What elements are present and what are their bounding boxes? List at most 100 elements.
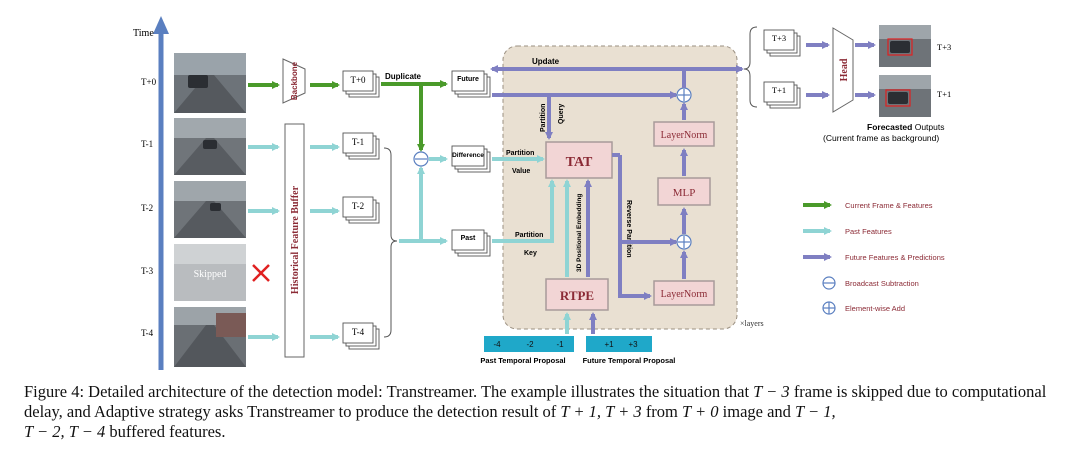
out-t3-label: T+3 bbox=[772, 33, 786, 43]
frame-t2 bbox=[174, 181, 246, 238]
head-module: Head bbox=[832, 27, 854, 113]
layers-label: ×layers bbox=[740, 319, 764, 328]
caption-part3: from bbox=[641, 402, 683, 421]
output-t3-label: T+3 bbox=[937, 42, 951, 52]
past-proposal-value-1: -4 bbox=[493, 340, 501, 349]
future-proposal-value-2: +3 bbox=[628, 340, 638, 349]
feature-stack-t4: T-4 bbox=[342, 322, 380, 350]
layernorm-bottom: LayerNorm bbox=[653, 280, 715, 306]
partition-key-label-2: Key bbox=[524, 250, 537, 257]
legend-label-subtract: Broadcast Subtraction bbox=[845, 279, 919, 288]
legend-label-future: Future Features & Predictions bbox=[845, 253, 945, 262]
feature-t1-label: T-1 bbox=[352, 137, 364, 147]
update-label: Update bbox=[532, 57, 560, 66]
embedding-label: 3D Positional Embedding bbox=[576, 194, 583, 272]
future-proposal-label: Future Temporal Proposal bbox=[583, 356, 676, 365]
mlp-module: MLP bbox=[657, 177, 711, 206]
time-tick-t4: T-4 bbox=[141, 328, 154, 338]
future-label: Future bbox=[457, 76, 479, 83]
feature-stack-out-t1: T+1 bbox=[763, 81, 801, 109]
past-features-bracket bbox=[383, 147, 398, 338]
skipped-label: Skipped bbox=[194, 269, 227, 280]
key-arrow bbox=[492, 179, 556, 243]
legend: Current Frame & Features Past Features F… bbox=[803, 201, 945, 315]
partition-query-label-2: Query bbox=[558, 104, 565, 124]
element-wise-add-upper bbox=[676, 87, 692, 103]
future-proposal-value-1: +1 bbox=[604, 340, 614, 349]
frame-t4 bbox=[174, 307, 246, 367]
past-proposal-value-3: -1 bbox=[556, 340, 564, 349]
output-frame-t1: T+1 bbox=[879, 75, 951, 117]
output-frame-t3: T+3 bbox=[879, 25, 951, 67]
feature-t0-label: T+0 bbox=[350, 75, 366, 85]
feature-stack-out-t3: T+3 bbox=[763, 29, 801, 57]
out-t1-label: T+1 bbox=[772, 85, 786, 95]
feature-stack-t1: T-1 bbox=[342, 132, 380, 160]
time-axis-label: Time bbox=[133, 28, 154, 39]
past-temporal-proposal: -4 -2 -1 Past Temporal Proposal bbox=[480, 336, 574, 365]
architecture-diagram: Time T+0 T-1 T-2 T-3 T-4 Skipped bbox=[133, 16, 951, 370]
caption-math2: T + 1, T + 3 bbox=[560, 402, 642, 421]
partition-query-label-1: Partition bbox=[540, 104, 547, 132]
feature-stack-difference: Difference bbox=[451, 145, 491, 173]
forecasted-title-rest: Outputs bbox=[912, 122, 944, 132]
tat-module: TAT bbox=[545, 141, 613, 179]
future-temporal-proposal: +1 +3 Future Temporal Proposal bbox=[583, 336, 676, 365]
partition-key-label-1: Partition bbox=[515, 232, 543, 239]
past-proposal-value-2: -2 bbox=[526, 340, 534, 349]
output-t1-label: T+1 bbox=[937, 89, 951, 99]
time-axis: Time T+0 T-1 T-2 T-3 T-4 bbox=[133, 16, 169, 370]
head-label: Head bbox=[839, 58, 850, 81]
element-wise-add-lower bbox=[676, 234, 692, 250]
feature-stack-past: Past bbox=[451, 229, 491, 257]
time-tick-t1: T-1 bbox=[141, 139, 153, 149]
layernorm-bottom-label: LayerNorm bbox=[661, 289, 708, 300]
time-tick-t0: T+0 bbox=[141, 77, 157, 87]
layernorm-top-label: LayerNorm bbox=[661, 130, 708, 141]
frame-t0 bbox=[174, 53, 246, 113]
forecasted-outputs-title: Forecasted Outputs bbox=[867, 122, 945, 132]
reverse-partition-arrow bbox=[618, 155, 652, 300]
difference-label: Difference bbox=[452, 152, 484, 159]
caption-math1: T − 3 bbox=[753, 382, 790, 401]
legend-label-past: Past Features bbox=[845, 227, 892, 236]
legend-add-icon bbox=[822, 301, 836, 315]
layernorm-top: LayerNorm bbox=[653, 121, 715, 147]
caption-part4: image and bbox=[718, 402, 796, 421]
feature-stack-future: Future bbox=[451, 70, 491, 98]
feature-t2-label: T-2 bbox=[352, 201, 364, 211]
past-label: Past bbox=[461, 235, 476, 242]
backbone: Backbone bbox=[282, 58, 306, 104]
partition-value-label-1: Partition bbox=[506, 150, 534, 157]
backbone-label: Backbone bbox=[290, 61, 299, 100]
broadcast-subtraction-node bbox=[413, 151, 429, 167]
partition-value-label-2: Value bbox=[512, 168, 530, 175]
feature-stack-t0: T+0 bbox=[342, 70, 380, 98]
rtpe-module: RTPE bbox=[545, 278, 609, 311]
duplicate-label: Duplicate bbox=[385, 72, 422, 81]
legend-label-add: Element-wise Add bbox=[845, 304, 905, 313]
historical-feature-buffer: Historical Feature Buffer bbox=[284, 123, 305, 358]
time-tick-t2: T-2 bbox=[141, 203, 153, 213]
skip-mark bbox=[252, 264, 270, 282]
caption-math4: T − 1, bbox=[795, 402, 836, 421]
caption-prefix: Figure 4: bbox=[24, 382, 85, 401]
figure-caption: Figure 4: Detailed architecture of the d… bbox=[24, 382, 1064, 442]
past-input-arrows bbox=[248, 143, 340, 341]
tat-label: TAT bbox=[566, 155, 593, 170]
mlp-label: MLP bbox=[673, 187, 696, 199]
caption-math3: T + 0 bbox=[682, 402, 719, 421]
caption-math5: T − 2, T − 4 bbox=[24, 422, 106, 441]
reverse-partition-label: Reverse Partition bbox=[625, 200, 632, 258]
caption-part5: buffered features. bbox=[105, 422, 226, 441]
past-proposal-label: Past Temporal Proposal bbox=[480, 356, 565, 365]
forecasted-outputs-subtitle: (Current frame as background) bbox=[823, 133, 939, 143]
output-brace bbox=[743, 26, 758, 108]
feature-t4-label: T-4 bbox=[352, 327, 365, 337]
time-tick-t3: T-3 bbox=[141, 266, 154, 276]
feature-stack-t2: T-2 bbox=[342, 196, 380, 224]
forecasted-title-bold: Forecasted bbox=[867, 122, 912, 132]
rtpe-label: RTPE bbox=[560, 288, 594, 303]
legend-label-current: Current Frame & Features bbox=[845, 201, 933, 210]
frame-t1 bbox=[174, 118, 246, 175]
